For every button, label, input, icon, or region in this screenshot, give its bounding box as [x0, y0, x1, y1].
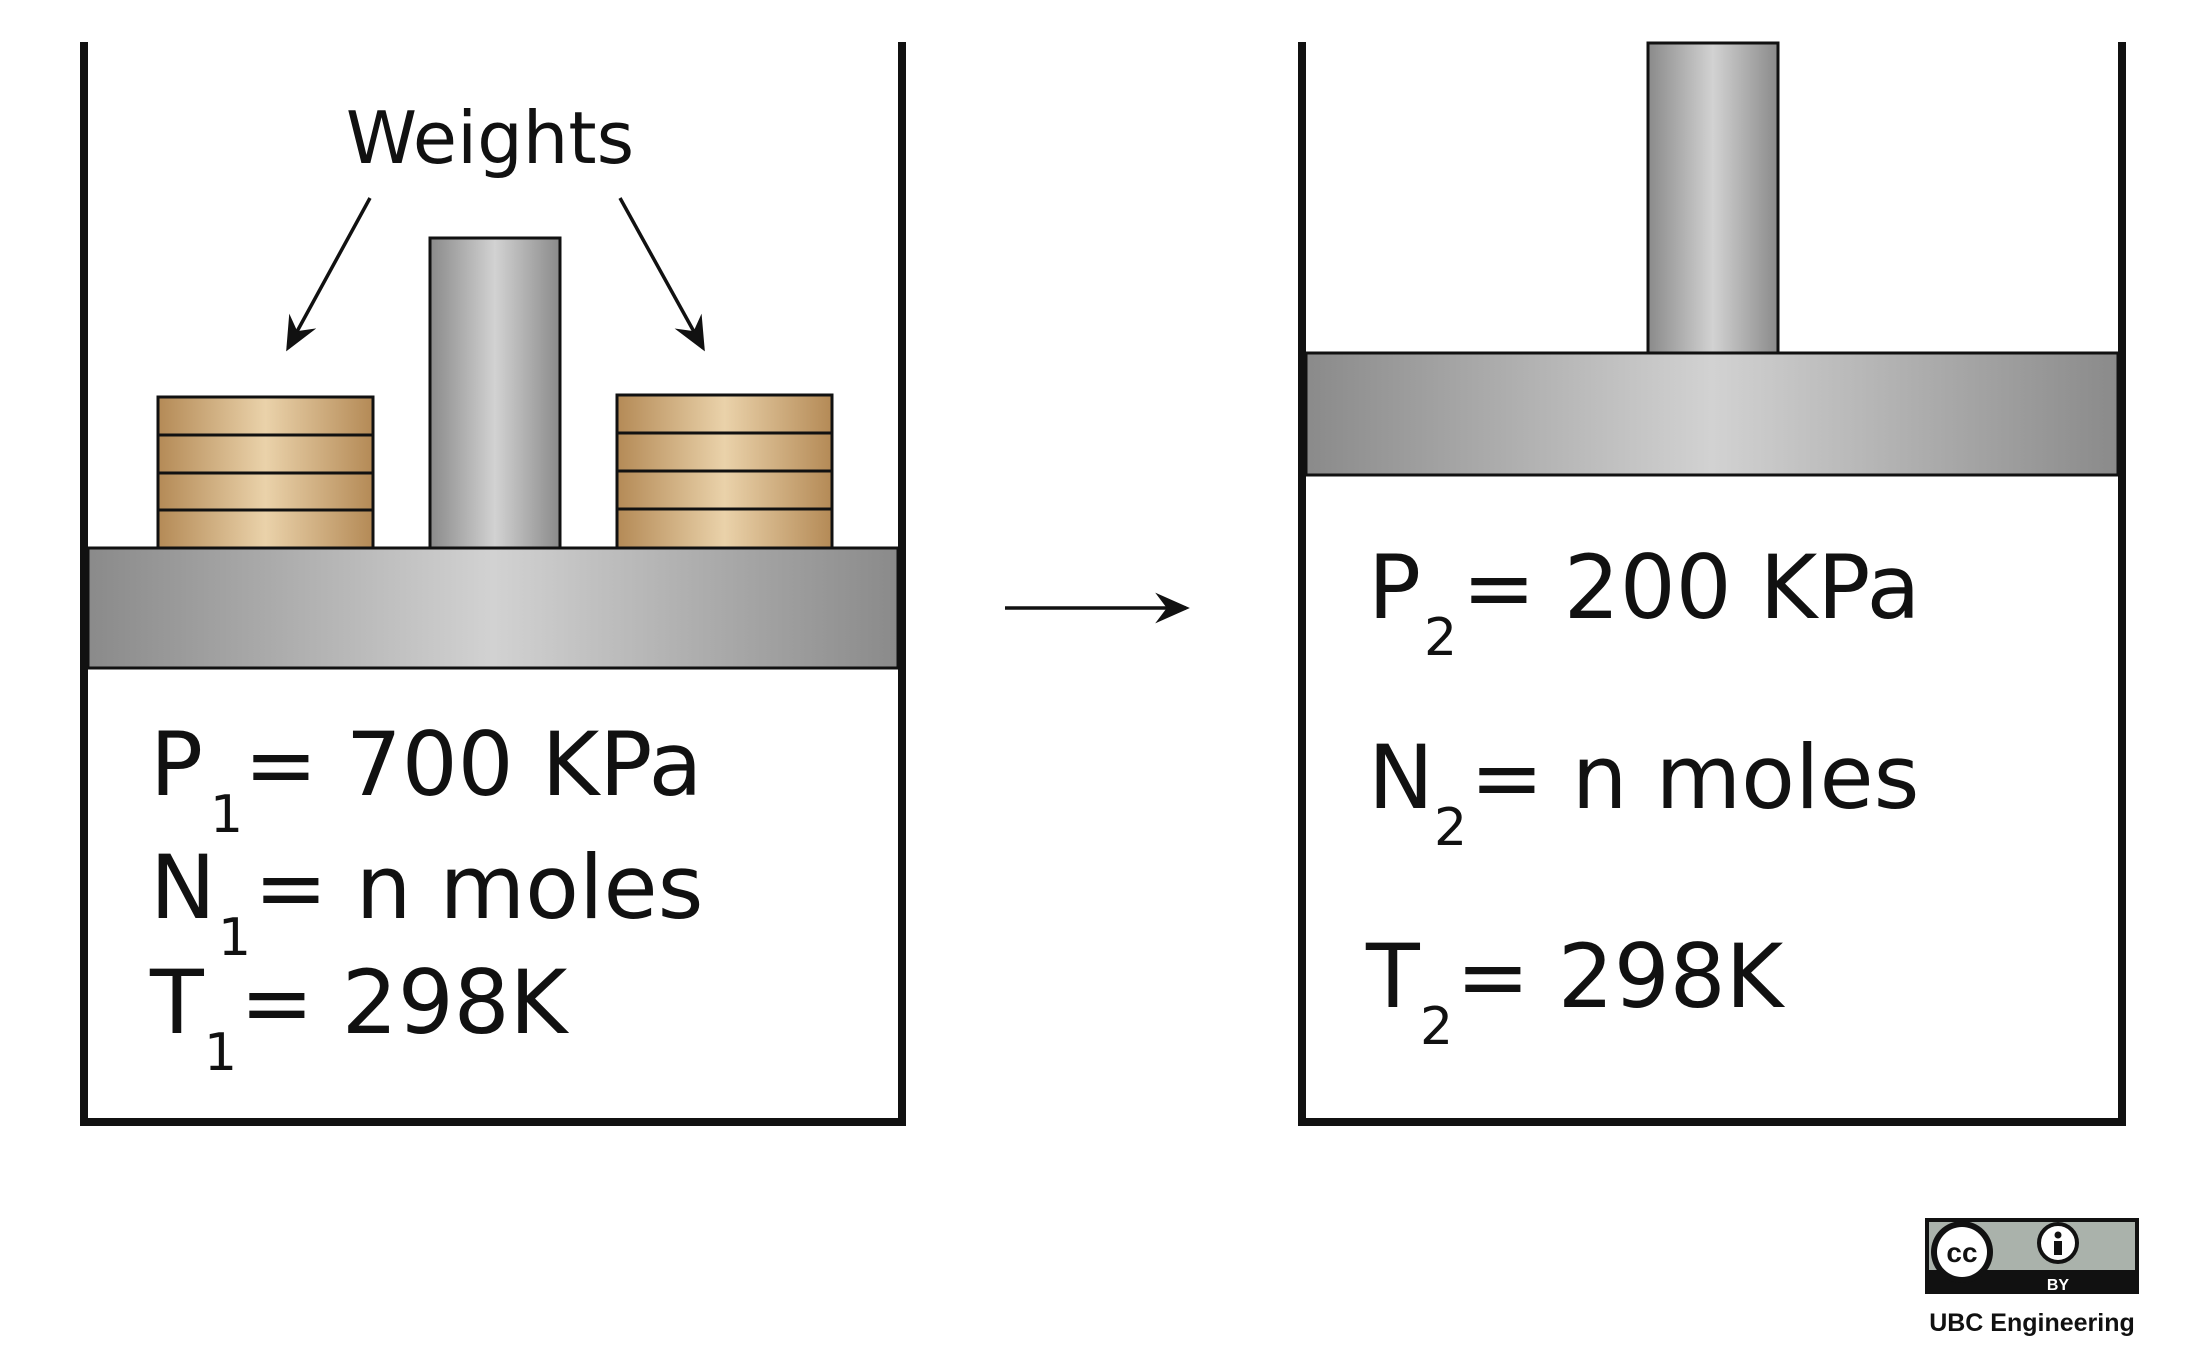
cc-text: cc [1946, 1237, 1977, 1268]
temperature-value: = 298K [1456, 925, 1786, 1028]
cc-by-license-badge: cc BY UBC Engineering [1925, 1218, 2139, 1337]
final-cylinder: P 2 = 200 KPa N 2 = n moles T 2 = 298K [1298, 41, 2126, 1126]
person-head [2054, 1231, 2062, 1239]
piston-head [1304, 351, 2120, 477]
initial-moles: N 1 = n moles [150, 836, 703, 968]
moles-value: = n moles [254, 836, 703, 939]
initial-cylinder: Weights P 1 = 700 KPa N 1 = n moles T 1 … [80, 42, 906, 1126]
temperature-symbol: T [1365, 925, 1421, 1028]
cylinder-wall-right [1298, 42, 2126, 1126]
final-pressure: P 2 = 200 KPa [1368, 536, 1920, 668]
piston-rod [428, 236, 562, 552]
moles-value: = n moles [1470, 726, 1919, 829]
initial-pressure: P 1 = 700 KPa [150, 713, 702, 845]
moles-symbol: N [1368, 726, 1434, 829]
weights-arrow-left [286, 197, 372, 352]
weights-label: Weights [346, 96, 634, 180]
temperature-subscript: 2 [1420, 997, 1453, 1057]
attribution-text: UBC Engineering [1929, 1309, 2135, 1337]
pressure-value: = 200 KPa [1462, 536, 1920, 639]
cylinder-wall-left [80, 42, 906, 1126]
final-temperature: T 2 = 298K [1365, 925, 1786, 1057]
pressure-symbol: P [1368, 536, 1421, 639]
final-moles: N 2 = n moles [1368, 726, 1919, 858]
cc-icon [1937, 1227, 1987, 1277]
pressure-subscript: 2 [1424, 608, 1457, 668]
pressure-value: = 700 KPa [244, 713, 702, 816]
person-body [2054, 1241, 2062, 1255]
temperature-value: = 298K [240, 951, 570, 1054]
piston-head [86, 546, 900, 670]
moles-subscript: 1 [218, 908, 251, 968]
by-text: BY [2047, 1277, 2070, 1294]
moles-symbol: N [150, 836, 216, 939]
temperature-symbol: T [149, 951, 205, 1054]
weights-arrow-right [618, 197, 705, 352]
initial-temperature: T 1 = 298K [149, 951, 570, 1083]
pressure-symbol: P [150, 713, 203, 816]
weight-stack-right [615, 393, 834, 550]
temperature-subscript: 1 [204, 1023, 237, 1083]
pressure-subscript: 1 [210, 785, 243, 845]
weight-stack-left [156, 395, 375, 550]
moles-subscript: 2 [1434, 798, 1467, 858]
piston-rod [1646, 41, 1780, 357]
